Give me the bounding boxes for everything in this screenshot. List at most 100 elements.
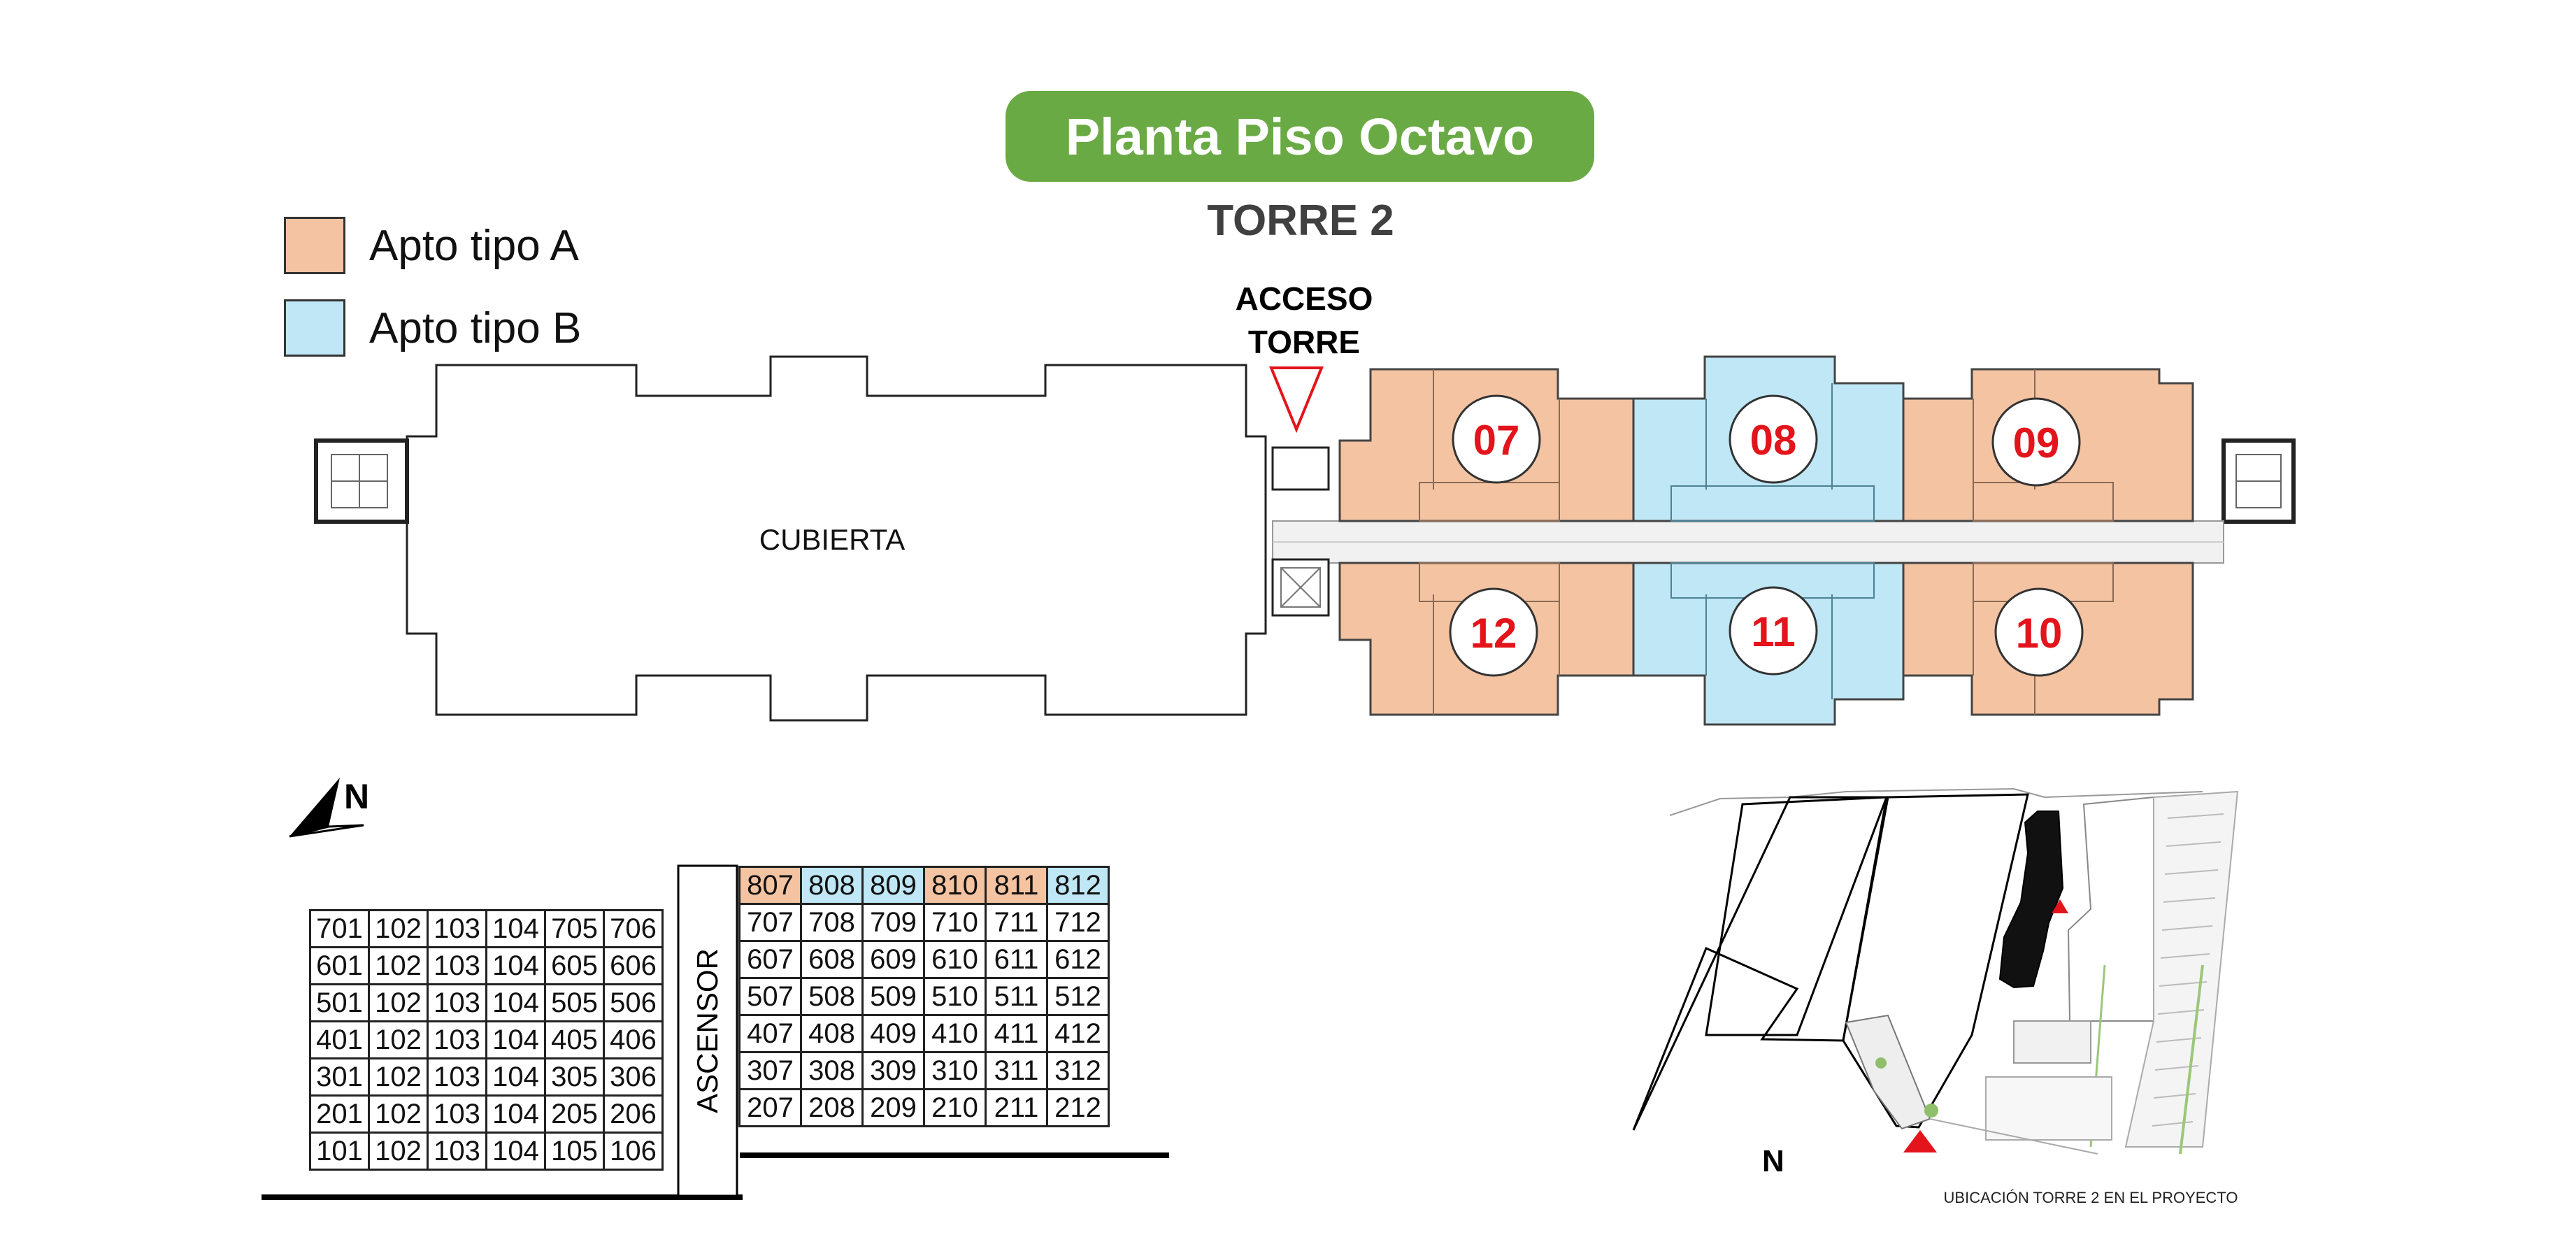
unit-cell: 712 — [1046, 903, 1110, 942]
unit-cell: 103 — [427, 983, 487, 1022]
unit-cell: 609 — [861, 940, 925, 979]
right-stair-core — [2221, 438, 2296, 524]
unit-cell: 102 — [368, 946, 429, 985]
unit-cell: 412 — [1046, 1014, 1110, 1053]
unit-cell: 104 — [485, 1057, 546, 1097]
unit-cell: 102 — [368, 1020, 429, 1059]
unit-cell: 710 — [923, 903, 987, 942]
unit-cell: 406 — [603, 1020, 664, 1059]
site-map-caption: UBICACIÓN TORRE 2 EN EL PROYECTO — [1943, 1189, 2238, 1206]
unit-cell: 103 — [427, 1057, 487, 1097]
unit-cell: 505 — [544, 983, 605, 1022]
unit-cell: 205 — [544, 1094, 605, 1134]
north-label-diagram: N — [344, 777, 370, 816]
unit-cell: 306 — [603, 1057, 664, 1097]
tower-access-label: ACCESO TORRE — [1203, 277, 1405, 364]
unit-cell: 102 — [368, 983, 429, 1022]
unit-cell: 506 — [603, 983, 664, 1022]
unit-cell: 401 — [309, 1020, 370, 1059]
unit-cell: 608 — [800, 940, 864, 979]
unit-number-12: 12 — [1471, 610, 1517, 657]
unit-cell: 301 — [309, 1057, 370, 1097]
unit-cell: 307 — [738, 1051, 802, 1090]
legend-label-type-b: Apto tipo B — [369, 304, 582, 352]
unit-cell: 104 — [485, 1132, 546, 1171]
unit-marker-10: 10 — [1994, 587, 2084, 677]
unit-cell: 310 — [923, 1051, 987, 1090]
north-arrow-icon — [289, 778, 364, 838]
legend-swatch-type-a — [284, 217, 345, 274]
unit-cell: 611 — [985, 940, 1048, 979]
unit-cell: 103 — [427, 909, 487, 948]
unit-cell: 405 — [544, 1020, 605, 1059]
left-stair-core — [314, 438, 409, 524]
unit-cell: 709 — [861, 903, 925, 942]
roof-outline — [406, 355, 1267, 722]
unit-number-09: 09 — [2013, 420, 2060, 466]
unit-marker-09: 09 — [1991, 397, 2081, 487]
unit-cell: 102 — [368, 909, 429, 948]
legend-item-type-b: Apto tipo B — [284, 287, 581, 369]
access-line-1: ACCESO — [1235, 280, 1373, 317]
unit-cell: 212 — [1046, 1088, 1110, 1127]
unit-cell: 206 — [603, 1094, 664, 1134]
north-label-site: N — [1762, 1144, 1784, 1178]
access-line-2: TORRE — [1247, 324, 1361, 360]
elevator-label: ASCENSOR — [691, 948, 724, 1113]
unit-cell: 208 — [800, 1088, 864, 1127]
unit-cell: 103 — [427, 946, 487, 985]
unit-cell-highlight: 807 — [738, 866, 802, 905]
unit-cell: 511 — [985, 977, 1048, 1016]
unit-cell: 104 — [485, 983, 546, 1022]
unit-cell: 311 — [985, 1051, 1048, 1090]
unit-cell: 605 — [544, 946, 605, 985]
unit-cell: 509 — [861, 977, 925, 1016]
unit-cell-highlight: 808 — [800, 866, 864, 905]
unit-cell: 309 — [861, 1051, 925, 1090]
legend-swatch-type-b — [284, 299, 345, 357]
unit-cell: 601 — [309, 946, 370, 985]
page-title: Planta Piso Octavo — [1006, 91, 1594, 182]
tower-label: TORRE 2 — [1207, 197, 1394, 245]
unit-cell: 104 — [485, 946, 546, 985]
unit-cell: 305 — [544, 1057, 605, 1097]
unit-cell: 410 — [923, 1014, 987, 1053]
unit-cell: 102 — [368, 1132, 429, 1171]
unit-number-07: 07 — [1473, 417, 1520, 464]
unit-cell: 207 — [738, 1088, 802, 1127]
unit-cell-highlight: 812 — [1046, 866, 1110, 905]
access-triangle-icon — [1269, 366, 1324, 434]
unit-cell: 210 — [923, 1088, 987, 1127]
unit-number-11: 11 — [1751, 608, 1795, 655]
unit-cell: 201 — [309, 1094, 370, 1134]
unit-marker-08: 08 — [1729, 394, 1818, 484]
unit-cell: 606 — [603, 946, 664, 985]
unit-cell: 103 — [427, 1094, 487, 1134]
site-entrance-marker-icon — [1903, 1130, 1937, 1152]
unit-cell: 512 — [1046, 977, 1110, 1016]
unit-cell-highlight: 810 — [923, 866, 987, 905]
unit-cell: 508 — [800, 977, 864, 1016]
unit-cell: 507 — [738, 977, 802, 1016]
unit-cell: 312 — [1046, 1051, 1110, 1090]
unit-cell: 209 — [861, 1088, 925, 1127]
unit-cell: 706 — [603, 909, 664, 948]
site-map — [1632, 787, 2239, 1155]
unit-cell: 104 — [485, 1094, 546, 1134]
unit-cell: 701 — [309, 909, 370, 948]
unit-cell: 103 — [427, 1020, 487, 1059]
unit-cell: 101 — [309, 1132, 370, 1171]
unit-cell: 211 — [985, 1088, 1048, 1127]
unit-cell: 104 — [485, 1020, 546, 1059]
unit-cell: 409 — [861, 1014, 925, 1053]
legend-item-type-a: Apto tipo A — [284, 204, 581, 287]
unit-cell: 612 — [1046, 940, 1110, 979]
